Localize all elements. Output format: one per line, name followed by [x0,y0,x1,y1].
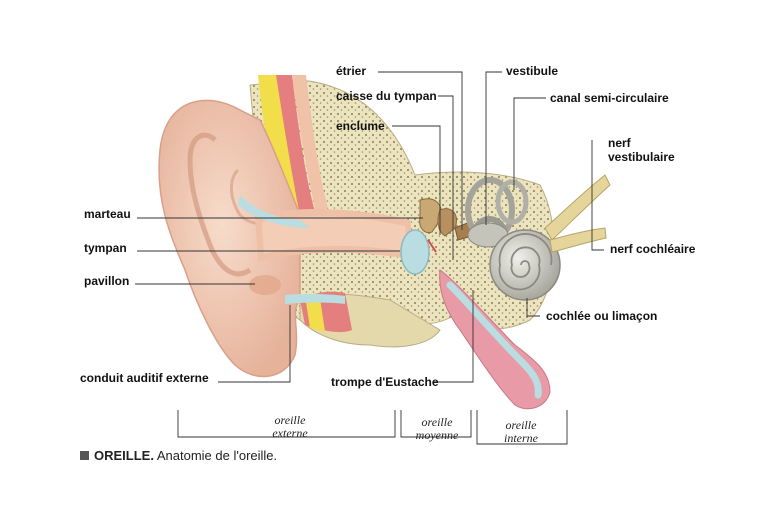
label-pavillon: pavillon [84,274,130,288]
label-canal-semi-circulaire: canal semi-circulaire [550,91,669,105]
label-enclume: enclume [336,119,385,133]
label-tympan: tympan [84,241,127,255]
inner-ear-vestibule [465,177,529,248]
label-marteau: marteau [84,207,131,221]
label-cochlee: cochlée ou limaçon [546,309,658,323]
auricle [158,99,301,378]
label-nerf-vestibulaire-1: nerf [608,136,631,150]
label-etrier: étrier [336,64,367,78]
tympanic-membrane [400,229,430,275]
label-nerf-cochleaire: nerf cochléaire [610,242,696,256]
caption-square-icon [80,451,89,460]
external-auditory-canal [238,195,415,304]
section-brackets [177,410,568,445]
label-trompe-eustache: trompe d'Eustache [331,375,439,389]
caption-title: OREILLE. [94,448,154,463]
label-caisse-du-tympan: caisse du tympan [336,89,437,103]
leader-lines [135,71,604,383]
label-vestibule: vestibule [506,64,559,78]
label-nerf-vestibulaire-2: vestibulaire [608,150,675,164]
cochlea [489,229,561,301]
temporal-bone [249,79,555,348]
figure-caption: OREILLE. Anatomie de l'oreille. [80,448,277,463]
label-conduit-auditif-externe: conduit auditif externe [80,371,209,385]
caption-text: Anatomie de l'oreille. [156,448,278,463]
ossicles [419,198,473,253]
auditory-nerve [544,174,611,253]
eustachian-tube [439,269,551,410]
